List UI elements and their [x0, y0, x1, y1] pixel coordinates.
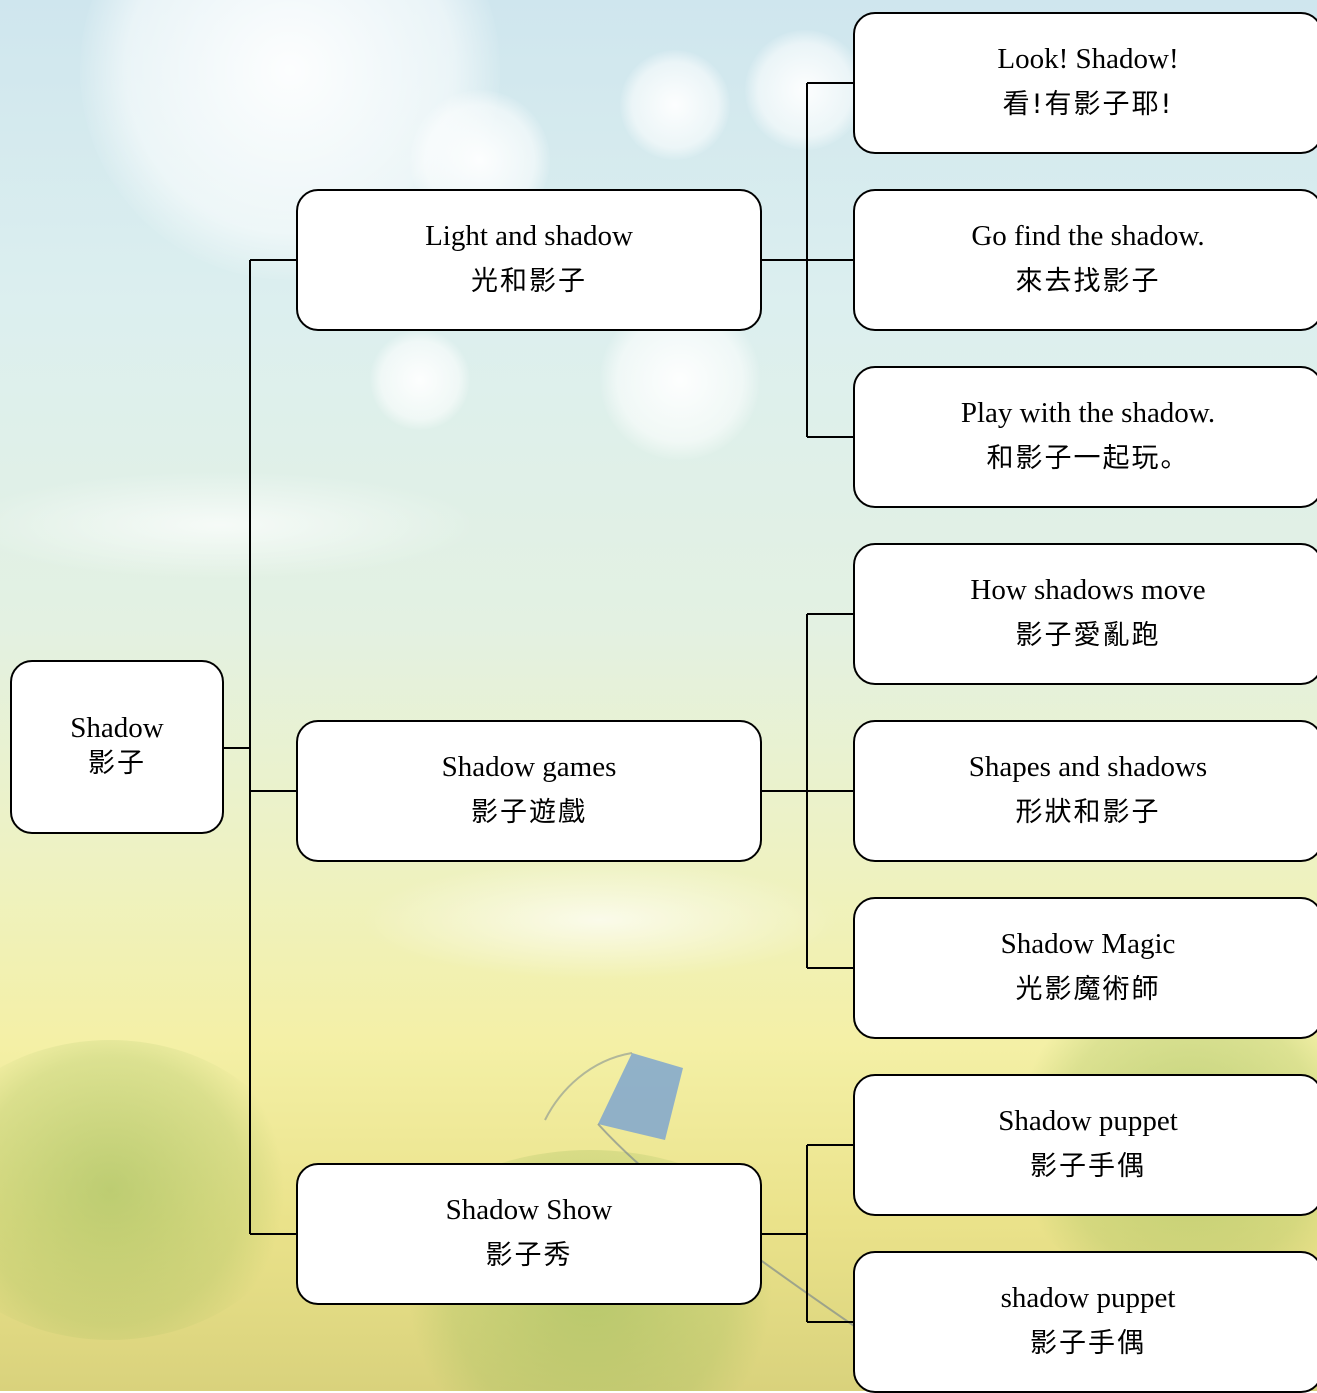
bokeh-light: [370, 330, 470, 430]
cloud: [0, 470, 480, 580]
leaf-node-3-2-label-zh: 影子手偶: [1030, 1328, 1146, 1360]
leaf-node-1-1-label-zh: 看!有影子耶!: [1002, 89, 1174, 121]
branch-node-3-label-zh: 影子秀: [485, 1240, 573, 1272]
leaf-node-2-2-label-zh: 形狀和影子: [1015, 797, 1161, 829]
leaf-node-2-1-label-en: How shadows move: [970, 574, 1206, 607]
leaf-node-3-1: Shadow puppet 影子手偶: [853, 1074, 1317, 1216]
leaf-node-1-1: Look! Shadow! 看!有影子耶!: [853, 12, 1317, 154]
bokeh-light: [745, 30, 865, 150]
leaf-node-2-3: Shadow Magic 光影魔術師: [853, 897, 1317, 1039]
leaf-node-1-2-label-en: Go find the shadow.: [971, 220, 1205, 253]
root-node-label-en: Shadow: [70, 712, 164, 745]
branch-node-2: Shadow games 影子遊戲: [296, 720, 762, 862]
bokeh-light: [620, 50, 730, 160]
leaf-node-1-2-label-zh: 來去找影子: [1015, 266, 1161, 298]
kite-icon: [598, 1053, 683, 1140]
leaf-node-3-1-label-zh: 影子手偶: [1030, 1151, 1146, 1183]
leaf-node-2-2: Shapes and shadows 形狀和影子: [853, 720, 1317, 862]
root-node-label-zh: 影子: [88, 748, 146, 780]
branch-node-1-label-en: Light and shadow: [425, 220, 633, 253]
leaf-node-2-3-label-en: Shadow Magic: [1000, 928, 1176, 961]
branch-node-3: Shadow Show 影子秀: [296, 1163, 762, 1305]
leaf-node-3-2: shadow puppet 影子手偶: [853, 1251, 1317, 1393]
leaf-node-1-2: Go find the shadow. 來去找影子: [853, 189, 1317, 331]
branch-node-2-label-zh: 影子遊戲: [471, 797, 587, 829]
leaf-node-2-3-label-zh: 光影魔術師: [1015, 974, 1161, 1006]
branch-node-1: Light and shadow 光和影子: [296, 189, 762, 331]
branch-node-1-label-zh: 光和影子: [471, 266, 587, 298]
leaf-node-1-3-label-zh: 和影子一起玩。: [986, 443, 1190, 475]
leaf-node-2-1-label-zh: 影子愛亂跑: [1015, 620, 1161, 652]
leaf-node-2-1: How shadows move 影子愛亂跑: [853, 543, 1317, 685]
branch-node-3-label-en: Shadow Show: [445, 1194, 613, 1227]
leaf-node-3-1-label-en: Shadow puppet: [998, 1105, 1178, 1138]
leaf-node-3-2-label-en: shadow puppet: [1000, 1282, 1176, 1315]
cloud: [360, 860, 840, 980]
leaf-node-1-1-label-en: Look! Shadow!: [997, 43, 1179, 76]
leaf-node-1-3-label-en: Play with the shadow.: [960, 397, 1216, 430]
branch-node-2-label-en: Shadow games: [441, 751, 617, 784]
leaf-node-1-3: Play with the shadow. 和影子一起玩。: [853, 366, 1317, 508]
leaf-node-2-2-label-en: Shapes and shadows: [968, 751, 1208, 784]
